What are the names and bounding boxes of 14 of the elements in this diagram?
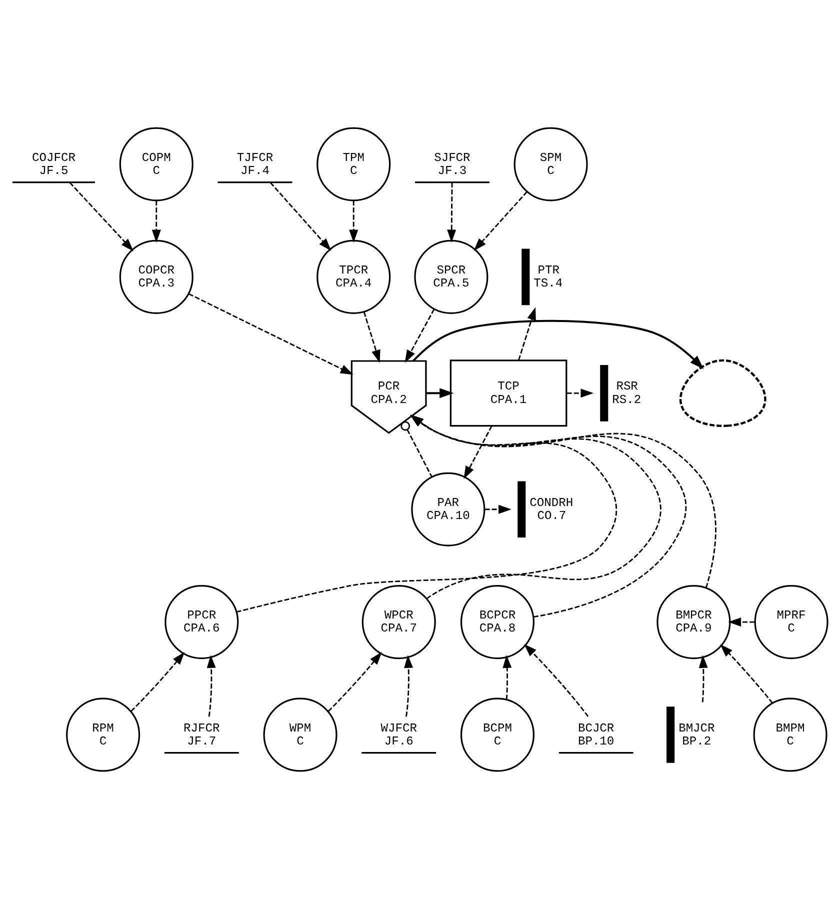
node-text: TJFCR JF.4 [236,150,274,178]
node-text: WJFCR JF.6 [380,721,417,748]
node-label: BMJCR [678,721,715,736]
node-label: RS.2 [612,392,642,407]
node-text: COJFCR JF.5 [32,150,76,178]
node-label: BP.2 [682,734,712,748]
node-label: TS.4 [534,276,563,291]
node-text: RJFCR JF.7 [184,721,220,748]
node-text: SJFCR JF.3 [434,150,470,178]
node-label: CO.7 [537,509,566,524]
node-label: CONDRH [530,496,574,510]
node-label: RSR [616,380,638,394]
node-label: PTR [538,264,560,278]
node-text: BCJCR BP.10 [578,721,614,748]
